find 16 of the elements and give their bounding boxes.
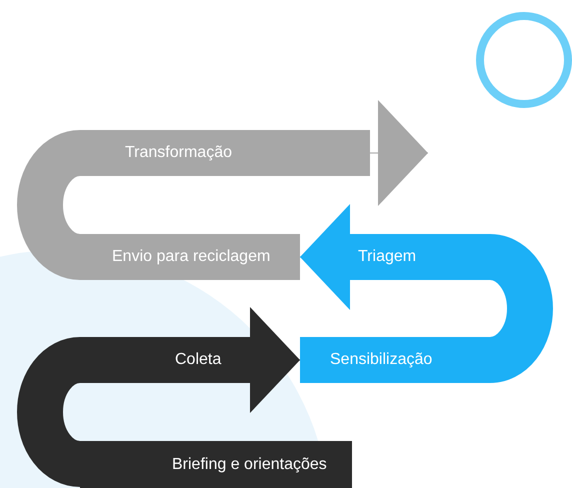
process-band [80, 441, 352, 488]
step-label: Sensibilização [330, 350, 432, 370]
process-band [80, 130, 370, 176]
step-label: Triagem [358, 247, 416, 267]
step-label: Envio para reciclagem [112, 247, 270, 267]
arrow-head-connector [370, 100, 428, 206]
arrow-head-connector [300, 204, 350, 310]
step-label: Transformação [125, 143, 232, 163]
u-turn-band [488, 234, 553, 383]
process-band [300, 337, 490, 383]
step-label: Briefing e orientações [172, 454, 327, 474]
step-label: Coleta [175, 350, 222, 370]
arrow-head-connector [250, 307, 300, 413]
u-turn-band [17, 337, 82, 487]
process-band [80, 234, 300, 280]
u-turn-band [17, 130, 82, 280]
